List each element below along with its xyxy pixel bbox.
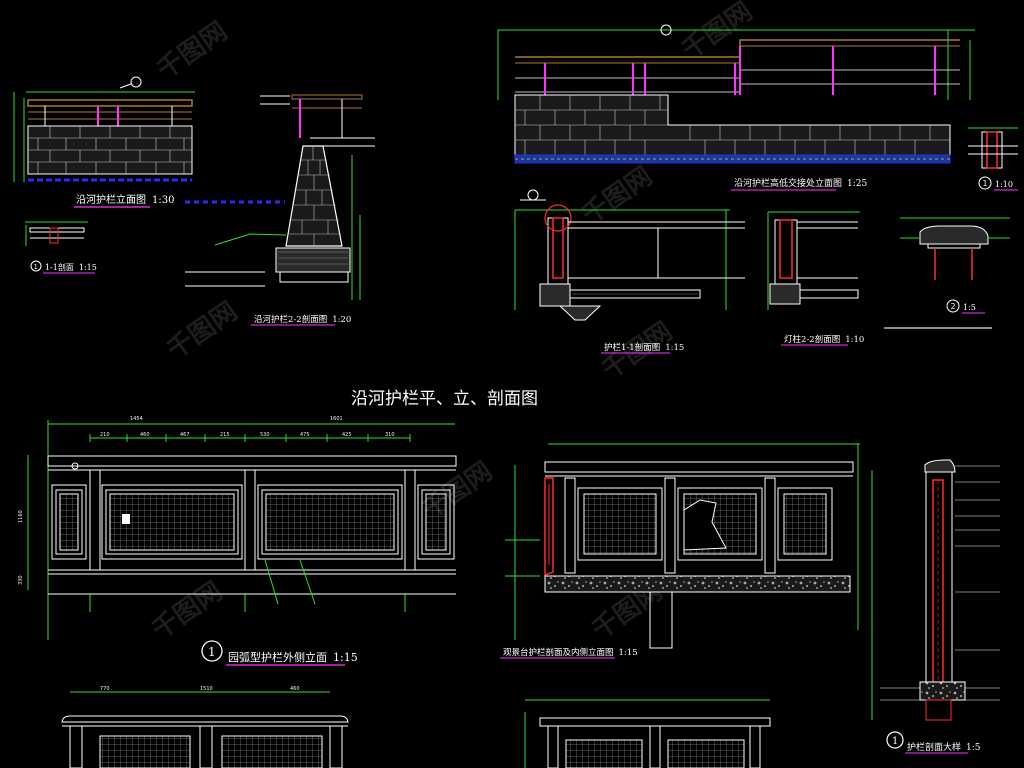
detail-1-post: 1 1:10 [968, 127, 1018, 191]
dim-label: 210 [100, 432, 110, 438]
detail-number: 1 [983, 179, 988, 188]
dim-label: 330 [18, 575, 24, 585]
arc-railing-outer-elevation: 1454 1601 210 460 467 215 530 475 425 31… [18, 416, 457, 666]
dim-label: 467 [180, 432, 190, 438]
sheet-main-title: 沿河护栏平、立、剖面图 [351, 389, 538, 409]
dim-label: 460 [140, 432, 150, 438]
dim-label: 1454 [130, 416, 143, 422]
detail-2-cap: 2 1:5 [884, 217, 1010, 329]
dim-label: 1510 [200, 686, 213, 692]
detail-number: 2 [951, 302, 956, 311]
watermark-text: 千图网 [677, 0, 758, 66]
watermark-text: 千图网 [147, 576, 228, 645]
detail-scale: 1:10 [995, 180, 1013, 189]
watermark-text: 千图网 [152, 16, 233, 85]
detail-number: 1 [892, 736, 898, 747]
dim-label: 425 [342, 432, 352, 438]
dim-label: 310 [385, 432, 395, 438]
watermark-text: 千图网 [162, 296, 243, 365]
dim-label: 530 [260, 432, 270, 438]
bottom-partial-elevation-left: 770 1510 460 [61, 686, 349, 768]
bottom-partial-elevation-right [524, 699, 771, 768]
detail-number: 1 [34, 263, 38, 271]
detail-number: 1 [208, 645, 216, 659]
dim-label: 1601 [330, 416, 343, 422]
dim-label: 1160 [18, 510, 24, 523]
watermark-text: 千图网 [577, 161, 658, 230]
dim-label: 215 [220, 432, 230, 438]
detail-scale: 1:5 [963, 303, 976, 312]
dim-label: 770 [100, 686, 110, 692]
dim-label: 460 [290, 686, 300, 692]
dim-label: 475 [300, 432, 310, 438]
